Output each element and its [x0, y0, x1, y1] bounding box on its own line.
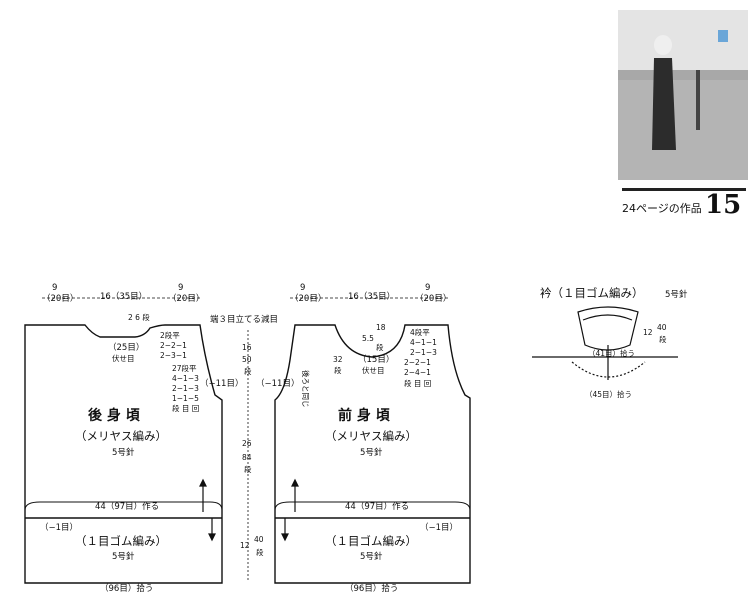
back-arm-2: 2−1−3 [172, 384, 199, 393]
back-arm-1: 4−1−3 [172, 374, 199, 383]
collar-height: 12 [643, 328, 653, 337]
front-top-left-sts: （20目） [290, 293, 326, 304]
front-shape-1: 4−1−1 [410, 338, 437, 347]
center-dim4-unit: 段 [256, 547, 264, 557]
back-arm-0: 27段平 [172, 363, 197, 373]
back-panel [24, 324, 223, 584]
front-pickup: （96目）拾う [345, 583, 398, 594]
center-dim3: 26 [242, 439, 252, 448]
front-dec-rib: （−1目） [420, 522, 458, 533]
back-title: 後 身 頃 [88, 407, 141, 424]
front-top-right-sts: （20目） [415, 293, 451, 304]
back-bind-label: 伏せ目 [112, 353, 135, 363]
center-dim2: 32 [333, 355, 343, 364]
collar-pick-outer: （45目）拾う [585, 389, 632, 399]
back-rib-needle: 5号針 [112, 551, 135, 562]
front-top-mid: 16（35目） [348, 291, 395, 302]
collar-pick-inner: （41目）拾う [588, 348, 635, 358]
front-neck-cm: 5.5 [362, 334, 374, 343]
front-top-left: 9 [300, 283, 305, 293]
center-dim2-unit: 段 [334, 365, 342, 375]
back-stitch: （メリヤス編み） [75, 429, 167, 443]
back-top-left: 9 [52, 283, 57, 293]
front-bind-label: 伏せ目 [362, 365, 385, 375]
front-title: 前 身 頃 [338, 407, 391, 424]
page-caption: 24ページの作品 [622, 202, 702, 215]
center-dim1-unit: 段 [244, 366, 252, 376]
center-note: 端３目立てる減目 [210, 314, 278, 325]
front-stitch: （メリヤス編み） [325, 429, 417, 443]
back-pickup: （96目）拾う [100, 583, 153, 594]
center-dim4: 12 [240, 541, 250, 550]
back-rib-title: （１目ゴム編み） [75, 534, 167, 548]
center-dim3-unit: 段 [244, 464, 252, 474]
collar-rows: 40 [657, 323, 667, 332]
front-shape-label: 段 目 回 [404, 378, 431, 388]
page-rule [622, 188, 746, 211]
front-shape-2: 2−1−3 [410, 348, 437, 357]
center-dim4-rows: 40 [254, 535, 264, 544]
back-shape-1: 2−2−1 [160, 341, 187, 350]
back-neck-rows: 2 6 段 [128, 312, 150, 322]
front-rib-needle: 5号針 [360, 551, 383, 562]
page-number: 15 [705, 190, 742, 220]
back-shape-2: 2−3−1 [160, 351, 187, 360]
collar-title: 衿（１目ゴム編み） [540, 286, 644, 300]
collar-drawing [532, 306, 678, 380]
back-bind: （25目） [108, 342, 144, 353]
back-dec-arm: （−11目） [200, 378, 243, 389]
back-shape-0: 2段平 [160, 330, 180, 340]
back-top-mid: 16（35目） [100, 291, 147, 302]
back-arm-label: 段 目 回 [172, 403, 199, 413]
front-cast-on: 44（97目）作る [345, 501, 409, 512]
back-needle: 5号針 [112, 447, 135, 458]
front-shape-4: 2−4−1 [404, 368, 431, 377]
back-arm-3: 1−1−5 [172, 394, 199, 403]
front-bind: （15目） [358, 354, 394, 365]
center-dim1: 16 [242, 343, 252, 352]
direction-arrows [199, 478, 299, 542]
front-rib-title: （１目ゴム編み） [325, 534, 417, 548]
front-dec-arm: （−11目） [256, 378, 299, 389]
back-cast-on: 44（97目）作る [95, 501, 159, 512]
front-shape-0: 4段平 [410, 327, 430, 337]
front-neck-rows: 18 [376, 323, 386, 332]
model-photo [618, 10, 748, 180]
front-panel [274, 324, 471, 584]
front-neck-unit: 段 [376, 342, 384, 352]
center-dim3-rows: 84 [242, 453, 252, 462]
back-top-left-sts: （20目） [42, 293, 78, 304]
collar-needle: 5号針 [665, 289, 688, 300]
collar-unit: 段 [659, 334, 667, 344]
back-top-right: 9 [178, 283, 183, 293]
front-same-as-back: 後ろと同じ [301, 370, 311, 408]
center-dim1-rows: 50 [242, 355, 252, 364]
photo-image [618, 10, 748, 180]
front-needle: 5号針 [360, 447, 383, 458]
front-shape-3: 2−2−1 [404, 358, 431, 367]
back-top-right-sts: （20目） [168, 293, 204, 304]
back-dec-rib: （−1目） [40, 522, 78, 533]
front-top-right: 9 [425, 283, 430, 293]
